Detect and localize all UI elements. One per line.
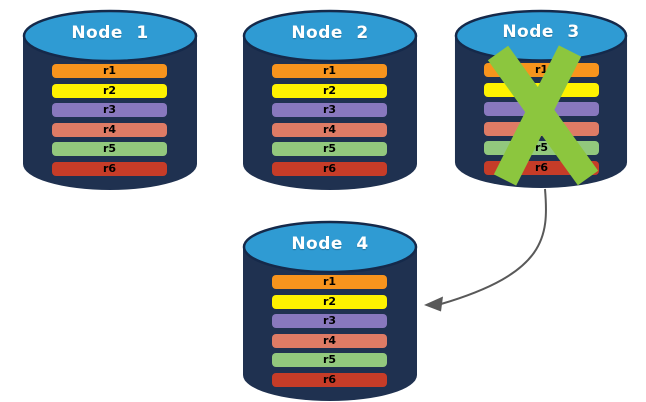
- replica-bar-r6: r6: [272, 372, 387, 387]
- replica-bar-r6: r6: [52, 161, 167, 176]
- node-4-replicas: r1 r2 r3 r4 r5 r6: [272, 275, 387, 387]
- node-3: Node 3 r1 r2 r3 r4 r5 r6: [452, 5, 630, 193]
- node-3-title: Node 3: [502, 22, 580, 42]
- node-1-title: Node 1: [71, 23, 149, 43]
- replica-bar-r6: r6: [272, 161, 387, 176]
- replica-bar-r1: r1: [52, 64, 167, 78]
- node-4-title: Node 4: [291, 234, 369, 254]
- node-2: Node 2 r1 r2 r3 r4 r5 r6: [240, 6, 420, 194]
- replica-bar-r3: r3: [272, 103, 387, 117]
- replica-bar-r2: r2: [272, 83, 387, 98]
- replica-bar-r2: r2: [272, 294, 387, 309]
- node-2-title: Node 2: [291, 23, 369, 43]
- replica-bar-r1: r1: [272, 275, 387, 289]
- replica-bar-r2: r2: [52, 83, 167, 98]
- node-1-replicas: r1 r2 r3 r4 r5 r6: [52, 64, 167, 176]
- replica-bar-r1: r1: [272, 64, 387, 78]
- node-4: Node 4 r1 r2 r3 r4 r5 r6: [240, 217, 420, 402]
- replica-bar-r4: r4: [272, 333, 387, 348]
- green-x-cross-icon: [487, 45, 599, 186]
- replica-bar-r3: r3: [52, 103, 167, 117]
- node-1: Node 1 r1 r2 r3 r4 r5 r6: [20, 6, 200, 194]
- replica-bar-r5: r5: [52, 142, 167, 156]
- replica-bar-r5: r5: [272, 142, 387, 156]
- replica-bar-r3: r3: [272, 314, 387, 328]
- replica-bar-r4: r4: [272, 122, 387, 137]
- node-2-replicas: r1 r2 r3 r4 r5 r6: [272, 64, 387, 176]
- replica-bar-r4: r4: [52, 122, 167, 137]
- replica-bar-r5: r5: [272, 353, 387, 367]
